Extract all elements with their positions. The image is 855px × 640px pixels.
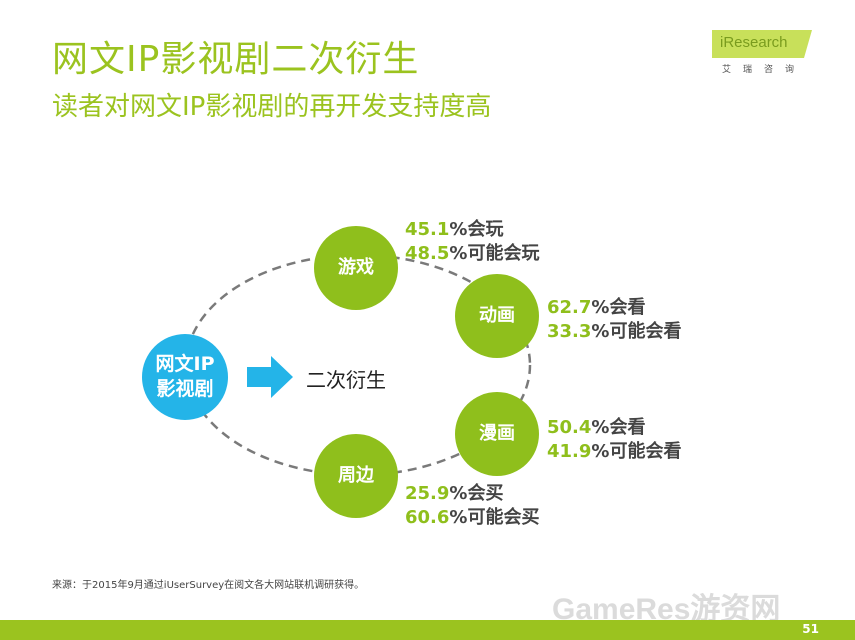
source-note: 来源：于2015年9月通过iUserSurvey在阅文各大网站联机调研获得。: [52, 580, 365, 591]
stat-line: 62.7%会看: [547, 296, 681, 320]
stat-suffix: %可能会玩: [449, 243, 540, 264]
stat-suffix: %可能会看: [591, 441, 682, 462]
logo-text: iResearch: [720, 34, 788, 51]
stat-value: 60.6: [405, 507, 450, 528]
stat-value: 33.3: [547, 321, 592, 342]
stat-value: 50.4: [547, 417, 592, 438]
stat-suffix: %会看: [591, 297, 646, 318]
stat-suffix: %可能会买: [449, 507, 540, 528]
dashed-ring: [184, 253, 532, 477]
node-game: 游戏: [314, 226, 398, 310]
stat-line: 45.1%会玩: [405, 218, 539, 242]
node-merch: 周边: [314, 434, 398, 518]
stat-line: 33.3%可能会看: [547, 320, 681, 344]
stat-line: 50.4%会看: [547, 416, 681, 440]
stats-merch: 25.9%会买 60.6%可能会买: [405, 482, 539, 530]
stat-suffix: %可能会看: [591, 321, 682, 342]
page-subtitle: 读者对网文IP影视剧的再开发支持度高: [52, 92, 492, 122]
stat-value: 48.5: [405, 243, 450, 264]
page-number: 51: [802, 622, 819, 636]
stat-suffix: %会买: [449, 483, 504, 504]
stat-value: 41.9: [547, 441, 592, 462]
stat-suffix: %会玩: [449, 219, 504, 240]
stats-animation: 62.7%会看 33.3%可能会看: [547, 296, 681, 344]
node-animation: 动画: [455, 274, 539, 358]
node-comic: 漫画: [455, 392, 539, 476]
derive-label: 二次衍生: [306, 368, 386, 392]
stat-suffix: %会看: [591, 417, 646, 438]
stat-value: 45.1: [405, 219, 450, 240]
center-node: 网文IP 影视剧: [142, 334, 228, 420]
stats-game: 45.1%会玩 48.5%可能会玩: [405, 218, 539, 266]
stat-value: 25.9: [405, 483, 450, 504]
right-arrow-icon: [247, 356, 293, 398]
stat-value: 62.7: [547, 297, 592, 318]
iresearch-logo: iResearch 艾瑞咨询: [712, 30, 812, 76]
logo-tab-shape: [712, 30, 812, 58]
stats-comic: 50.4%会看 41.9%可能会看: [547, 416, 681, 464]
stat-line: 41.9%可能会看: [547, 440, 681, 464]
footer-bar: 51: [0, 620, 855, 640]
stat-line: 48.5%可能会玩: [405, 242, 539, 266]
page-title: 网文IP影视剧二次衍生: [52, 39, 420, 80]
stat-line: 60.6%可能会买: [405, 506, 539, 530]
logo-subtext: 艾瑞咨询: [722, 65, 807, 75]
stat-line: 25.9%会买: [405, 482, 539, 506]
